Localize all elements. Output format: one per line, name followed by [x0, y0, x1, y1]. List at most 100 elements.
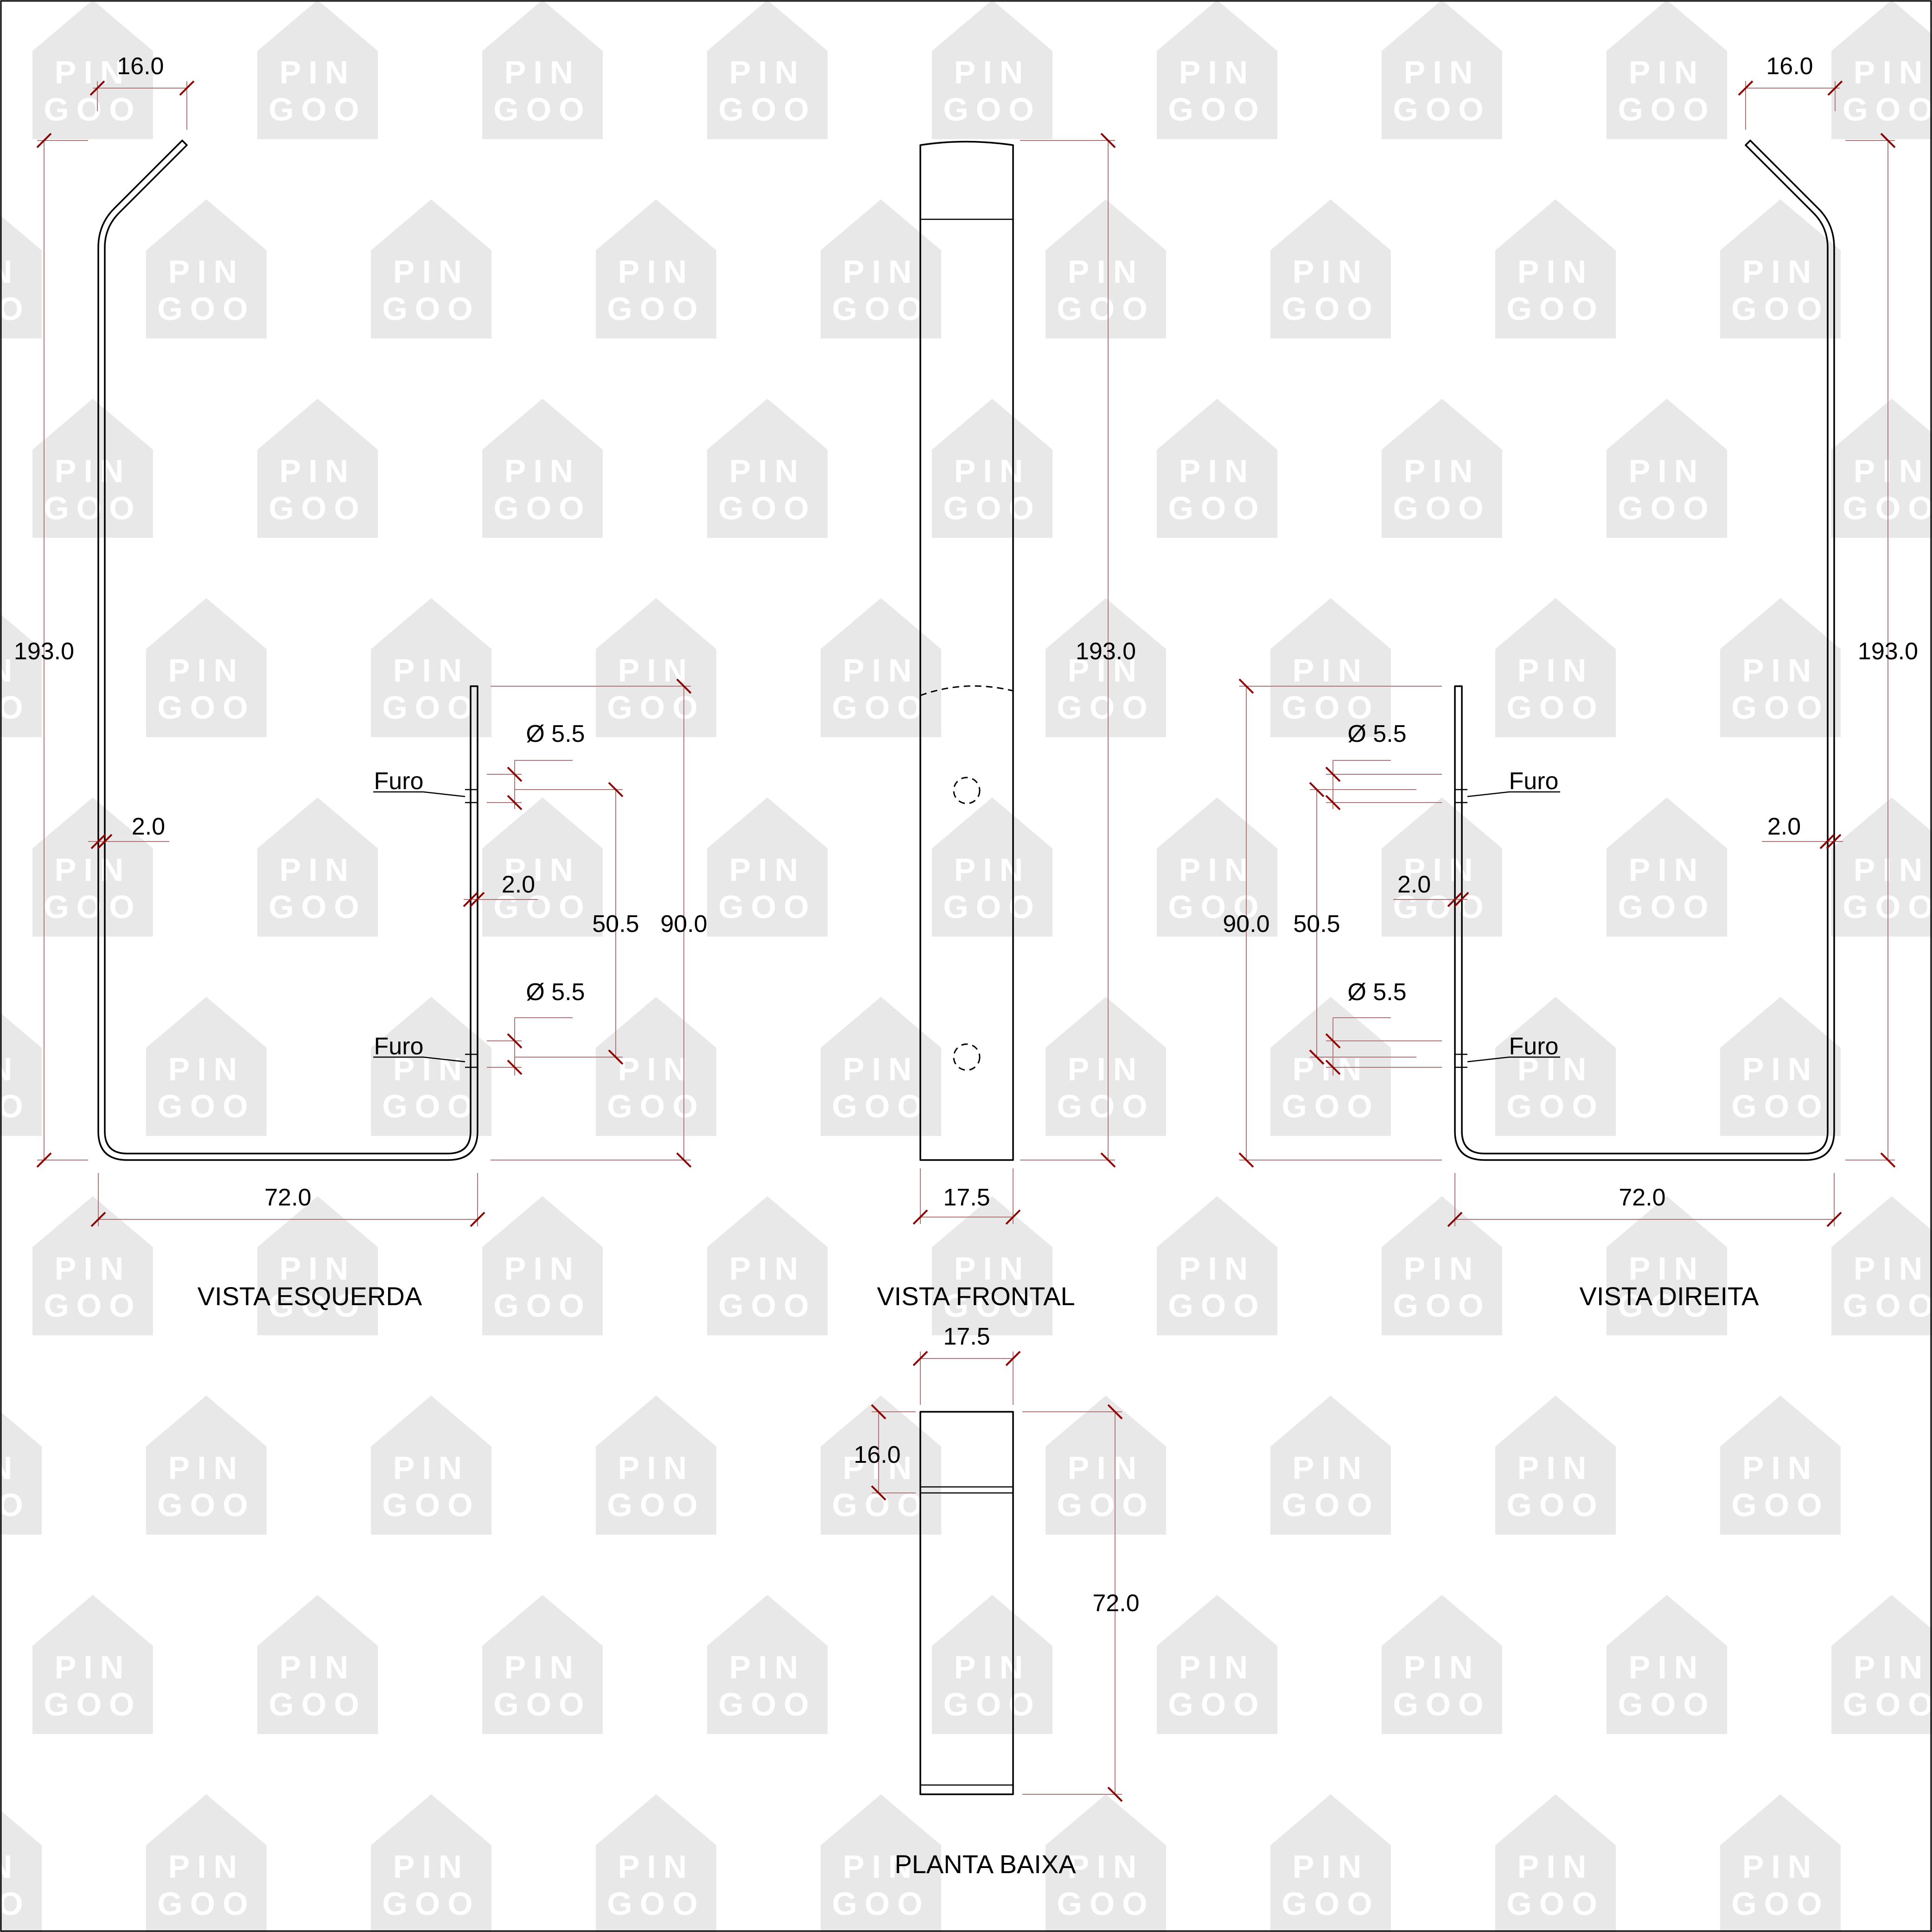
svg-text:GOO: GOO: [382, 1886, 480, 1922]
svg-text:PIN: PIN: [1293, 652, 1369, 689]
svg-text:GOO: GOO: [607, 689, 705, 726]
front-hole-bottom: [953, 1043, 981, 1071]
plan-view-outline: [919, 1411, 1014, 1795]
svg-text:GOO: GOO: [1731, 291, 1829, 327]
svg-text:PIN: PIN: [1404, 1649, 1480, 1685]
svg-text:GOO: GOO: [44, 1288, 141, 1324]
svg-text:PIN: PIN: [55, 1649, 131, 1685]
svg-text:PIN: PIN: [1742, 1051, 1819, 1087]
svg-text:PIN: PIN: [1404, 453, 1480, 489]
svg-text:GOO: GOO: [268, 1288, 366, 1324]
svg-text:GOO: GOO: [943, 490, 1041, 526]
label-hole-left-bottom: Furo: [374, 1033, 424, 1060]
svg-text:GOO: GOO: [0, 1886, 31, 1922]
svg-text:GOO: GOO: [1393, 889, 1491, 925]
svg-text:GOO: GOO: [157, 1088, 255, 1124]
svg-text:GOO: GOO: [1506, 291, 1604, 327]
svg-text:PIN: PIN: [55, 1250, 131, 1287]
svg-text:PIN: PIN: [1068, 1051, 1144, 1087]
svg-text:PIN: PIN: [1179, 852, 1256, 888]
svg-text:PIN: PIN: [843, 1450, 919, 1486]
title-plan-view: PLANTA BAIXA: [894, 1849, 1076, 1879]
dim-base-left: 72.0: [264, 1184, 311, 1211]
left-view: 16.0 193.0 2.0 2.0 72.0 90.0: [14, 53, 708, 1311]
svg-text:GOO: GOO: [157, 689, 255, 726]
svg-text:PIN: PIN: [393, 1849, 470, 1885]
svg-text:GOO: GOO: [1168, 1686, 1266, 1722]
svg-text:GOO: GOO: [1168, 490, 1266, 526]
svg-text:GOO: GOO: [1843, 490, 1932, 526]
svg-text:GOO: GOO: [1393, 1288, 1491, 1324]
svg-text:PIN: PIN: [1742, 652, 1819, 689]
svg-text:GOO: GOO: [1731, 1487, 1829, 1523]
svg-text:GOO: GOO: [832, 1088, 930, 1124]
svg-text:PIN: PIN: [1854, 1649, 1930, 1685]
dim-hole-diameter-right-bottom: Ø 5.5: [1347, 979, 1406, 1006]
plan-view: 17.5 16.0 72.0 PLANTA BAIXA: [854, 1323, 1139, 1879]
svg-text:GOO: GOO: [44, 91, 141, 128]
svg-text:GOO: GOO: [157, 1886, 255, 1922]
svg-text:GOO: GOO: [1618, 91, 1715, 128]
svg-text:PIN: PIN: [55, 54, 131, 90]
dim-thickness-right-bracket: 2.0: [1397, 871, 1431, 898]
svg-text:PIN: PIN: [729, 1250, 806, 1287]
svg-text:PIN: PIN: [729, 453, 806, 489]
svg-text:GOO: GOO: [1731, 689, 1829, 726]
svg-text:GOO: GOO: [1282, 1088, 1379, 1124]
svg-text:GOO: GOO: [1168, 1288, 1266, 1324]
left-view-profile: [97, 140, 478, 1161]
svg-text:PIN: PIN: [1179, 453, 1256, 489]
svg-text:GOO: GOO: [1506, 1886, 1604, 1922]
svg-text:GOO: GOO: [1393, 1686, 1491, 1722]
dim-top-hook-left: 16.0: [117, 53, 164, 80]
svg-text:PIN: PIN: [280, 453, 356, 489]
svg-text:PIN: PIN: [504, 1649, 581, 1685]
dim-height-right: 193.0: [1858, 638, 1918, 665]
svg-text:GOO: GOO: [718, 490, 816, 526]
svg-text:PIN: PIN: [1068, 652, 1144, 689]
svg-text:PIN: PIN: [729, 1649, 806, 1685]
dim-width-front: 17.5: [943, 1184, 990, 1211]
front-view-outline: [919, 140, 1014, 1161]
svg-text:PIN: PIN: [0, 1849, 19, 1885]
svg-text:PIN: PIN: [729, 54, 806, 90]
svg-text:PIN: PIN: [504, 453, 581, 489]
label-hole-right-top: Furo: [1509, 768, 1559, 795]
svg-text:GOO: GOO: [718, 1686, 816, 1722]
svg-text:PIN: PIN: [1629, 453, 1705, 489]
svg-text:GOO: GOO: [382, 1088, 480, 1124]
svg-text:PIN: PIN: [843, 652, 919, 689]
